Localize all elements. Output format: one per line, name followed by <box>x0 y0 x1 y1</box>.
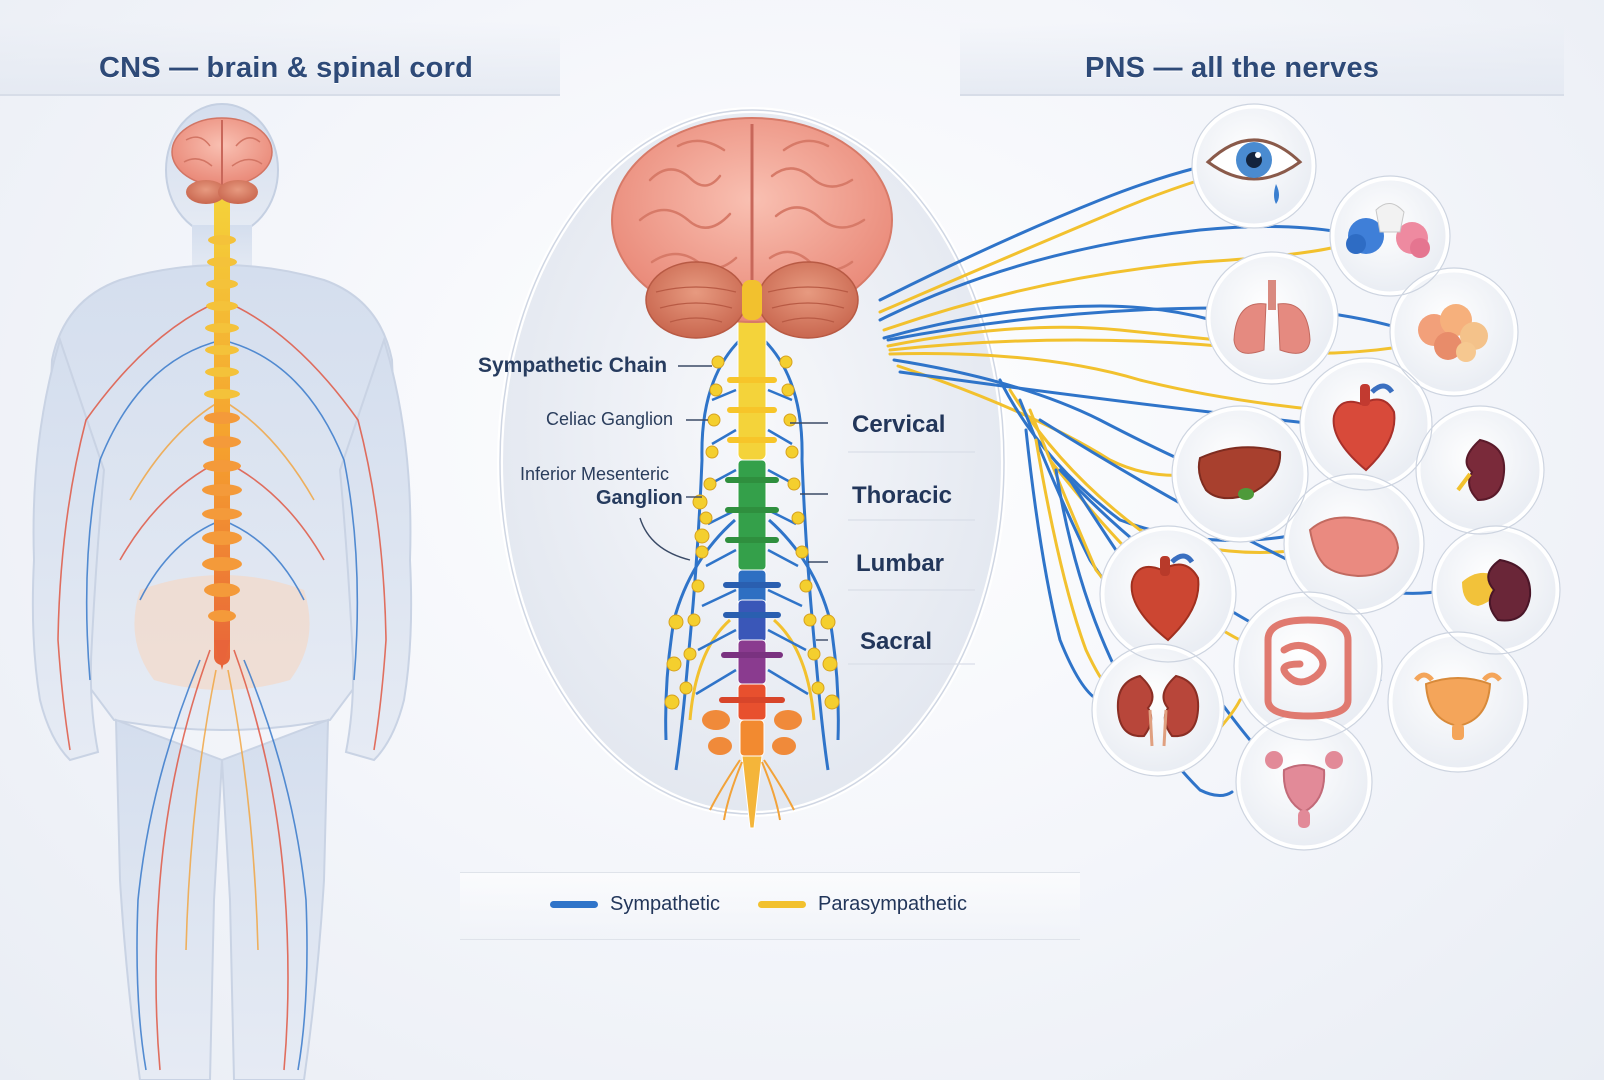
segment-lumbar-lower <box>737 599 767 643</box>
label-lumbar: Lumbar <box>856 550 945 577</box>
heart-icon <box>1130 553 1200 642</box>
pns-header-band <box>960 22 1564 96</box>
kidneys-icon <box>1116 674 1200 747</box>
uterus-icon <box>1265 751 1343 828</box>
segment-tail <box>739 719 765 757</box>
cauda-equina <box>709 759 795 821</box>
organ-circle-kidneys <box>1091 643 1225 777</box>
cns-header-title: CNS — brain & spinal cord <box>99 52 473 84</box>
legend-label-parasympathetic: Parasympathetic <box>818 893 967 915</box>
label-inferior-mesenteric: Inferior Mesenteric <box>520 464 670 484</box>
legend-label-sympathetic: Sympathetic <box>610 893 721 915</box>
label-thoracic: Thoracic <box>852 482 953 509</box>
stomach-icon <box>1308 516 1400 578</box>
vertebrae-ridges <box>719 377 785 703</box>
lungs-icon <box>1233 280 1311 354</box>
spinal-column-segments <box>737 299 767 829</box>
salivary-glands-icon <box>1346 203 1430 258</box>
organ-circle-salivary <box>1329 175 1451 297</box>
label-leader-lines <box>639 365 828 641</box>
eye-icon <box>1205 138 1303 204</box>
liver-icon <box>1197 446 1282 500</box>
legend-swatch-parasympathetic <box>758 901 806 908</box>
bladder-icon <box>1414 672 1502 740</box>
pns-header-title: PNS — all the nerves <box>1085 52 1380 84</box>
segment-thoracic <box>737 459 767 571</box>
legend-item-sympathetic: Sympathetic <box>550 893 720 916</box>
label-sacral: Sacral <box>860 628 933 655</box>
label-sympathetic-chain: Sympathetic Chain <box>478 354 668 377</box>
legend: Sympathetic Parasympathetic <box>460 872 1080 940</box>
heart-icon <box>1332 383 1396 472</box>
body-brain <box>171 117 273 204</box>
organ-circle-lungs <box>1205 251 1339 385</box>
segment-divider-lines <box>848 451 975 665</box>
legend-swatch-sympathetic <box>550 901 598 908</box>
body-spinal-cord <box>202 195 242 670</box>
legend-item-parasympathetic: Parasympathetic <box>758 893 967 916</box>
segment-sacral <box>737 639 767 685</box>
pancreas-icon <box>1418 304 1488 362</box>
sympathetic-chain-ganglia <box>664 355 840 710</box>
spleen-kidney-icon <box>1462 558 1532 622</box>
label-celiac-ganglion: Celiac Ganglion <box>546 409 674 429</box>
label-cervical: Cervical <box>852 411 946 438</box>
label-ganglion: Ganglion <box>596 487 683 509</box>
cns-header-band <box>0 22 560 96</box>
center-brain <box>611 117 893 339</box>
sacral-nerve-bulbs <box>702 710 802 755</box>
kidney-icon <box>1456 438 1506 502</box>
intestines-icon <box>1264 616 1352 720</box>
body-peripheral-nerves <box>57 299 387 1071</box>
